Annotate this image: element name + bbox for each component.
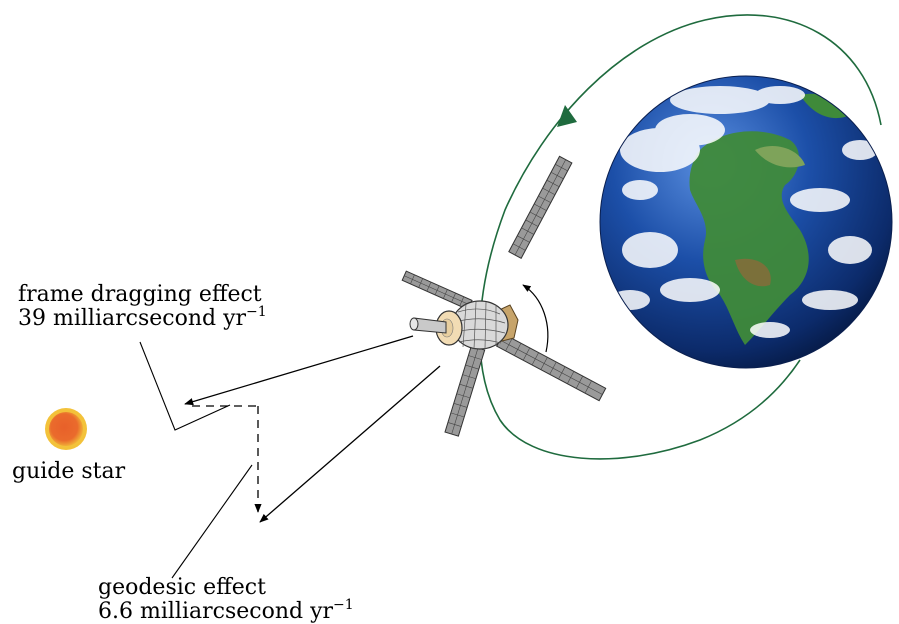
geodesic-leader — [171, 464, 253, 579]
orbit-path — [479, 14, 882, 460]
geodesic-title: geodesic effect — [98, 575, 266, 600]
spin-direction-arrow — [522, 284, 549, 353]
earth — [599, 75, 893, 369]
geodesic-arrow — [259, 365, 441, 523]
frame-dragging-rate: 39 milliarcsecond yr−1 — [18, 304, 267, 331]
precession-arrows — [184, 335, 441, 523]
guide-star — [45, 408, 87, 450]
geodesic-unit-yr: yr — [310, 599, 334, 624]
frame-dragging-unit-yr: yr — [223, 306, 247, 331]
frame-dragging-label: frame dragging effect 39 milliarcsecond … — [18, 283, 267, 331]
orbit-direction-arrow — [557, 105, 577, 127]
solar-panel-lower — [444, 345, 486, 437]
satellite-body — [451, 300, 509, 350]
frame-dragging-title: frame dragging effect — [18, 282, 262, 307]
geodesic-units: milliarcsecond — [140, 599, 304, 624]
geodesic-value: 6.6 — [98, 599, 133, 624]
frame-dragging-units: milliarcsecond — [53, 306, 217, 331]
geodesic-label: geodesic effect 6.6 milliarcsecond yr−1 — [98, 576, 354, 624]
solar-panel-right — [496, 333, 607, 402]
frame-dragging-value: 39 — [18, 306, 46, 331]
frame-dragging-arrow — [184, 335, 414, 406]
guide-star-label: guide star — [12, 459, 126, 484]
frame-dragging-exponent: −1 — [246, 304, 267, 320]
telescope — [409, 317, 447, 334]
gravity-probe-satellite — [401, 155, 607, 437]
solar-panel-left — [401, 270, 473, 311]
solar-panel-upper — [508, 155, 573, 259]
geodesic-rate: 6.6 milliarcsecond yr−1 — [98, 597, 354, 624]
frame-dragging-leader — [139, 341, 231, 431]
leader-lines — [139, 341, 253, 579]
geodesic-exponent: −1 — [333, 597, 354, 613]
